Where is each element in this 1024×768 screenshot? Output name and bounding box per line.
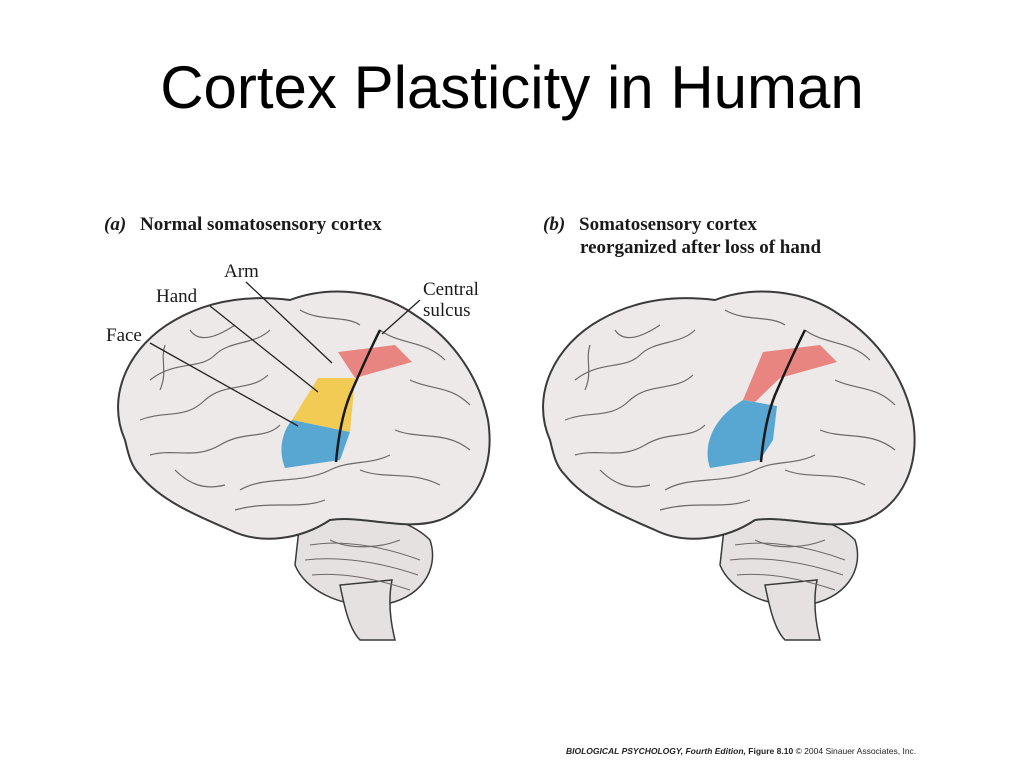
panel-a: (a) Normal somatosensory cortex Arm Hand… <box>104 214 491 641</box>
sulcus-leader-line <box>381 299 421 335</box>
panel-b-letter: (b) <box>543 214 565 235</box>
panel-b-heading-line1: Somatosensory cortex <box>579 214 757 235</box>
central-sulcus-label-line2: sulcus <box>423 300 471 321</box>
panel-a-heading: Normal somatosensory cortex <box>140 214 382 235</box>
face-leader-line <box>149 342 299 427</box>
hand-region-a <box>292 378 355 432</box>
brain-a-illustration <box>117 290 491 641</box>
figure-credit: BIOLOGICAL PSYCHOLOGY, Fourth Edition, F… <box>566 746 966 756</box>
hand-leader-line <box>209 305 319 393</box>
panel-a-letter: (a) <box>104 214 126 235</box>
slide-title: Cortex Plasticity in Human <box>160 54 864 121</box>
credit-book: BIOLOGICAL PSYCHOLOGY, Fourth Edition, <box>566 746 746 756</box>
central-sulcus-label-line1: Central <box>423 279 479 300</box>
face-label: Face <box>106 325 142 346</box>
central-sulcus-line-a <box>334 329 382 463</box>
hand-label: Hand <box>156 286 198 307</box>
panel-b: (b) Somatosensory cortex reorganized aft… <box>542 214 916 641</box>
arm-region-b <box>743 345 837 402</box>
arm-region-a <box>338 345 412 378</box>
face-region-a <box>281 420 350 468</box>
arm-leader-line <box>245 281 333 364</box>
face-region-b <box>707 400 777 468</box>
central-sulcus-line-b <box>759 329 807 463</box>
panel-b-heading-line2: reorganized after loss of hand <box>580 237 821 258</box>
credit-figure: Figure 8.10 <box>748 746 794 756</box>
brain-b-illustration <box>542 290 916 641</box>
arm-label: Arm <box>224 261 259 282</box>
credit-copyright: © 2004 Sinauer Associates, Inc. <box>795 746 917 756</box>
